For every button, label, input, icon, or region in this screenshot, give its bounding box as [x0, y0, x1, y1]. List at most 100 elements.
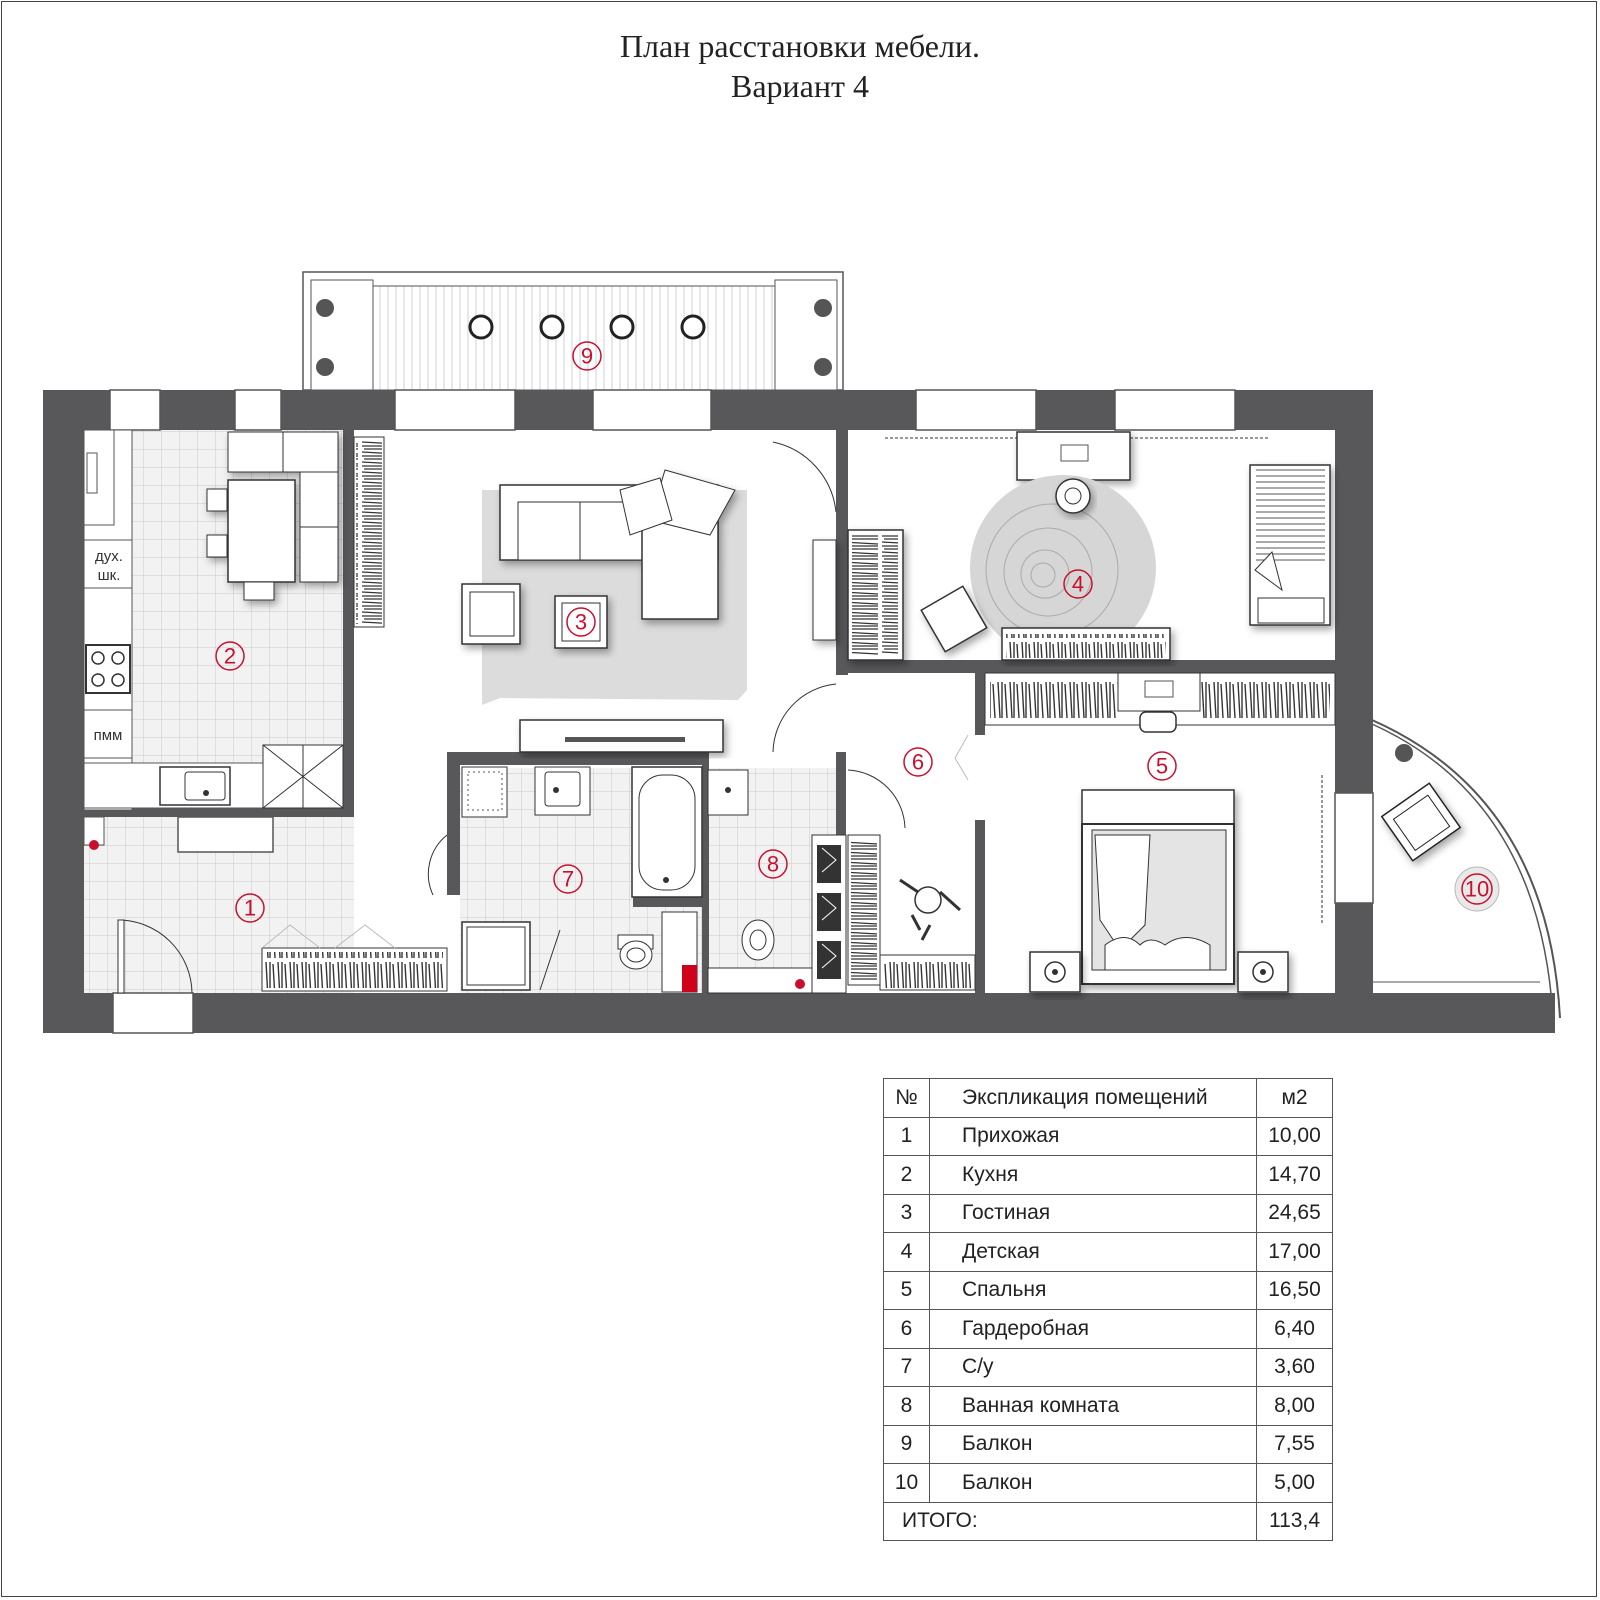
wardrobe-shelves	[811, 834, 976, 994]
svg-text:3: 3	[575, 610, 587, 635]
room-marker-2: 2	[215, 641, 245, 671]
shower-cabin-icon	[461, 921, 561, 991]
armchair-icon	[920, 585, 988, 653]
tv-console	[519, 719, 724, 753]
svg-text:10: 10	[1465, 877, 1489, 902]
sofa-icon	[499, 469, 736, 620]
plan-title: План расстановки мебели. Вариант 4	[0, 26, 1600, 106]
row-number: 3	[883, 1193, 930, 1233]
row-room-name: Спальня	[929, 1270, 1257, 1310]
room-marker-10: 10	[1461, 873, 1493, 905]
room-marker-1: 1	[235, 893, 265, 923]
svg-text:1: 1	[244, 896, 256, 921]
armchair-icon	[1380, 782, 1462, 862]
row-area: 3,60	[1256, 1347, 1333, 1387]
row-room-name: С/у	[929, 1347, 1257, 1387]
header-room: Экспликация помещений	[929, 1078, 1257, 1118]
room-markers: 1 2 3 4 5 6 7 8 9 10	[215, 341, 1493, 923]
plan-title-line2: Вариант 4	[731, 68, 869, 104]
row-area: 14,70	[1256, 1155, 1333, 1195]
header-number: №	[883, 1078, 930, 1118]
wardrobe-room	[811, 734, 976, 994]
row-number: 8	[883, 1386, 930, 1426]
row-room-name: Кухня	[929, 1155, 1257, 1195]
living-room	[353, 436, 837, 896]
row-area: 6,40	[1256, 1309, 1333, 1349]
hallway-wardrobe	[261, 924, 448, 992]
svg-text:5: 5	[1156, 754, 1168, 779]
svg-text:9: 9	[581, 344, 593, 369]
desk-icon	[1016, 431, 1131, 481]
row-area: 16,50	[1256, 1270, 1333, 1310]
oven-label: дух. шк.	[95, 548, 123, 584]
cooktop-icon	[85, 644, 131, 694]
svg-text:7: 7	[562, 867, 574, 892]
bookshelf	[1001, 627, 1171, 661]
total-label: ИТОГО:	[883, 1501, 1257, 1541]
row-room-name: Ванная комната	[929, 1386, 1257, 1426]
toilet-icon	[617, 934, 654, 970]
total-value: 113,4	[1256, 1501, 1333, 1541]
row-number: 6	[883, 1309, 930, 1349]
bed-icon	[1249, 464, 1331, 626]
room-marker-8: 8	[758, 849, 788, 879]
kids-room	[812, 431, 1331, 661]
nightstand-right-icon	[1237, 951, 1289, 993]
row-area: 8,00	[1256, 1386, 1333, 1426]
balcony-stools	[468, 314, 706, 340]
round-rug	[970, 475, 1156, 661]
kids-wardrobe	[812, 529, 904, 661]
room-marker-6: 6	[903, 747, 933, 777]
fridge-icon	[262, 744, 344, 809]
row-area: 7,55	[1256, 1424, 1333, 1464]
kitchen: дух. шк. пмм	[83, 429, 344, 811]
wc-sink-icon	[534, 766, 591, 816]
armchair-icon	[461, 583, 521, 645]
row-number: 5	[883, 1270, 930, 1310]
svg-text:6: 6	[912, 750, 924, 775]
dishwasher-label: пмм	[94, 727, 123, 744]
windows	[109, 389, 1374, 1034]
svg-text:4: 4	[1072, 572, 1084, 597]
plan-title-line1: План расстановки мебели.	[619, 28, 981, 64]
header-area: м2	[1256, 1078, 1333, 1118]
person-icon	[899, 878, 962, 941]
row-area: 10,00	[1256, 1116, 1333, 1156]
row-room-name: Детская	[929, 1232, 1257, 1272]
row-room-name: Гостиная	[929, 1193, 1257, 1233]
room-marker-7: 7	[553, 864, 583, 894]
bathtub-icon	[631, 766, 703, 898]
bedroom	[984, 672, 1336, 993]
coffee-table-icon	[554, 595, 608, 649]
nightstand-left-icon	[1029, 951, 1081, 993]
row-area: 24,65	[1256, 1193, 1333, 1233]
row-number: 7	[883, 1347, 930, 1387]
dining-set	[206, 431, 339, 601]
row-number: 1	[883, 1116, 930, 1156]
room-marker-3: 3	[566, 607, 596, 637]
oven-label-line1: дух.	[95, 548, 123, 565]
row-room-name: Балкон	[929, 1463, 1257, 1503]
desk-chair-icon	[1055, 478, 1091, 514]
bathroom-sink-icon	[707, 769, 749, 816]
row-number: 9	[883, 1424, 930, 1464]
row-room-name: Гардеробная	[929, 1309, 1257, 1349]
room-marker-4: 4	[1063, 569, 1093, 599]
washing-machine-icon	[461, 766, 508, 818]
bathroom-toilet-icon	[741, 919, 775, 961]
oven-label-line2: шк.	[98, 567, 121, 584]
total-row: ИТОГО:113,4	[883, 1501, 1333, 1541]
entrance-door	[117, 919, 193, 994]
room-marker-9: 9	[572, 341, 602, 371]
